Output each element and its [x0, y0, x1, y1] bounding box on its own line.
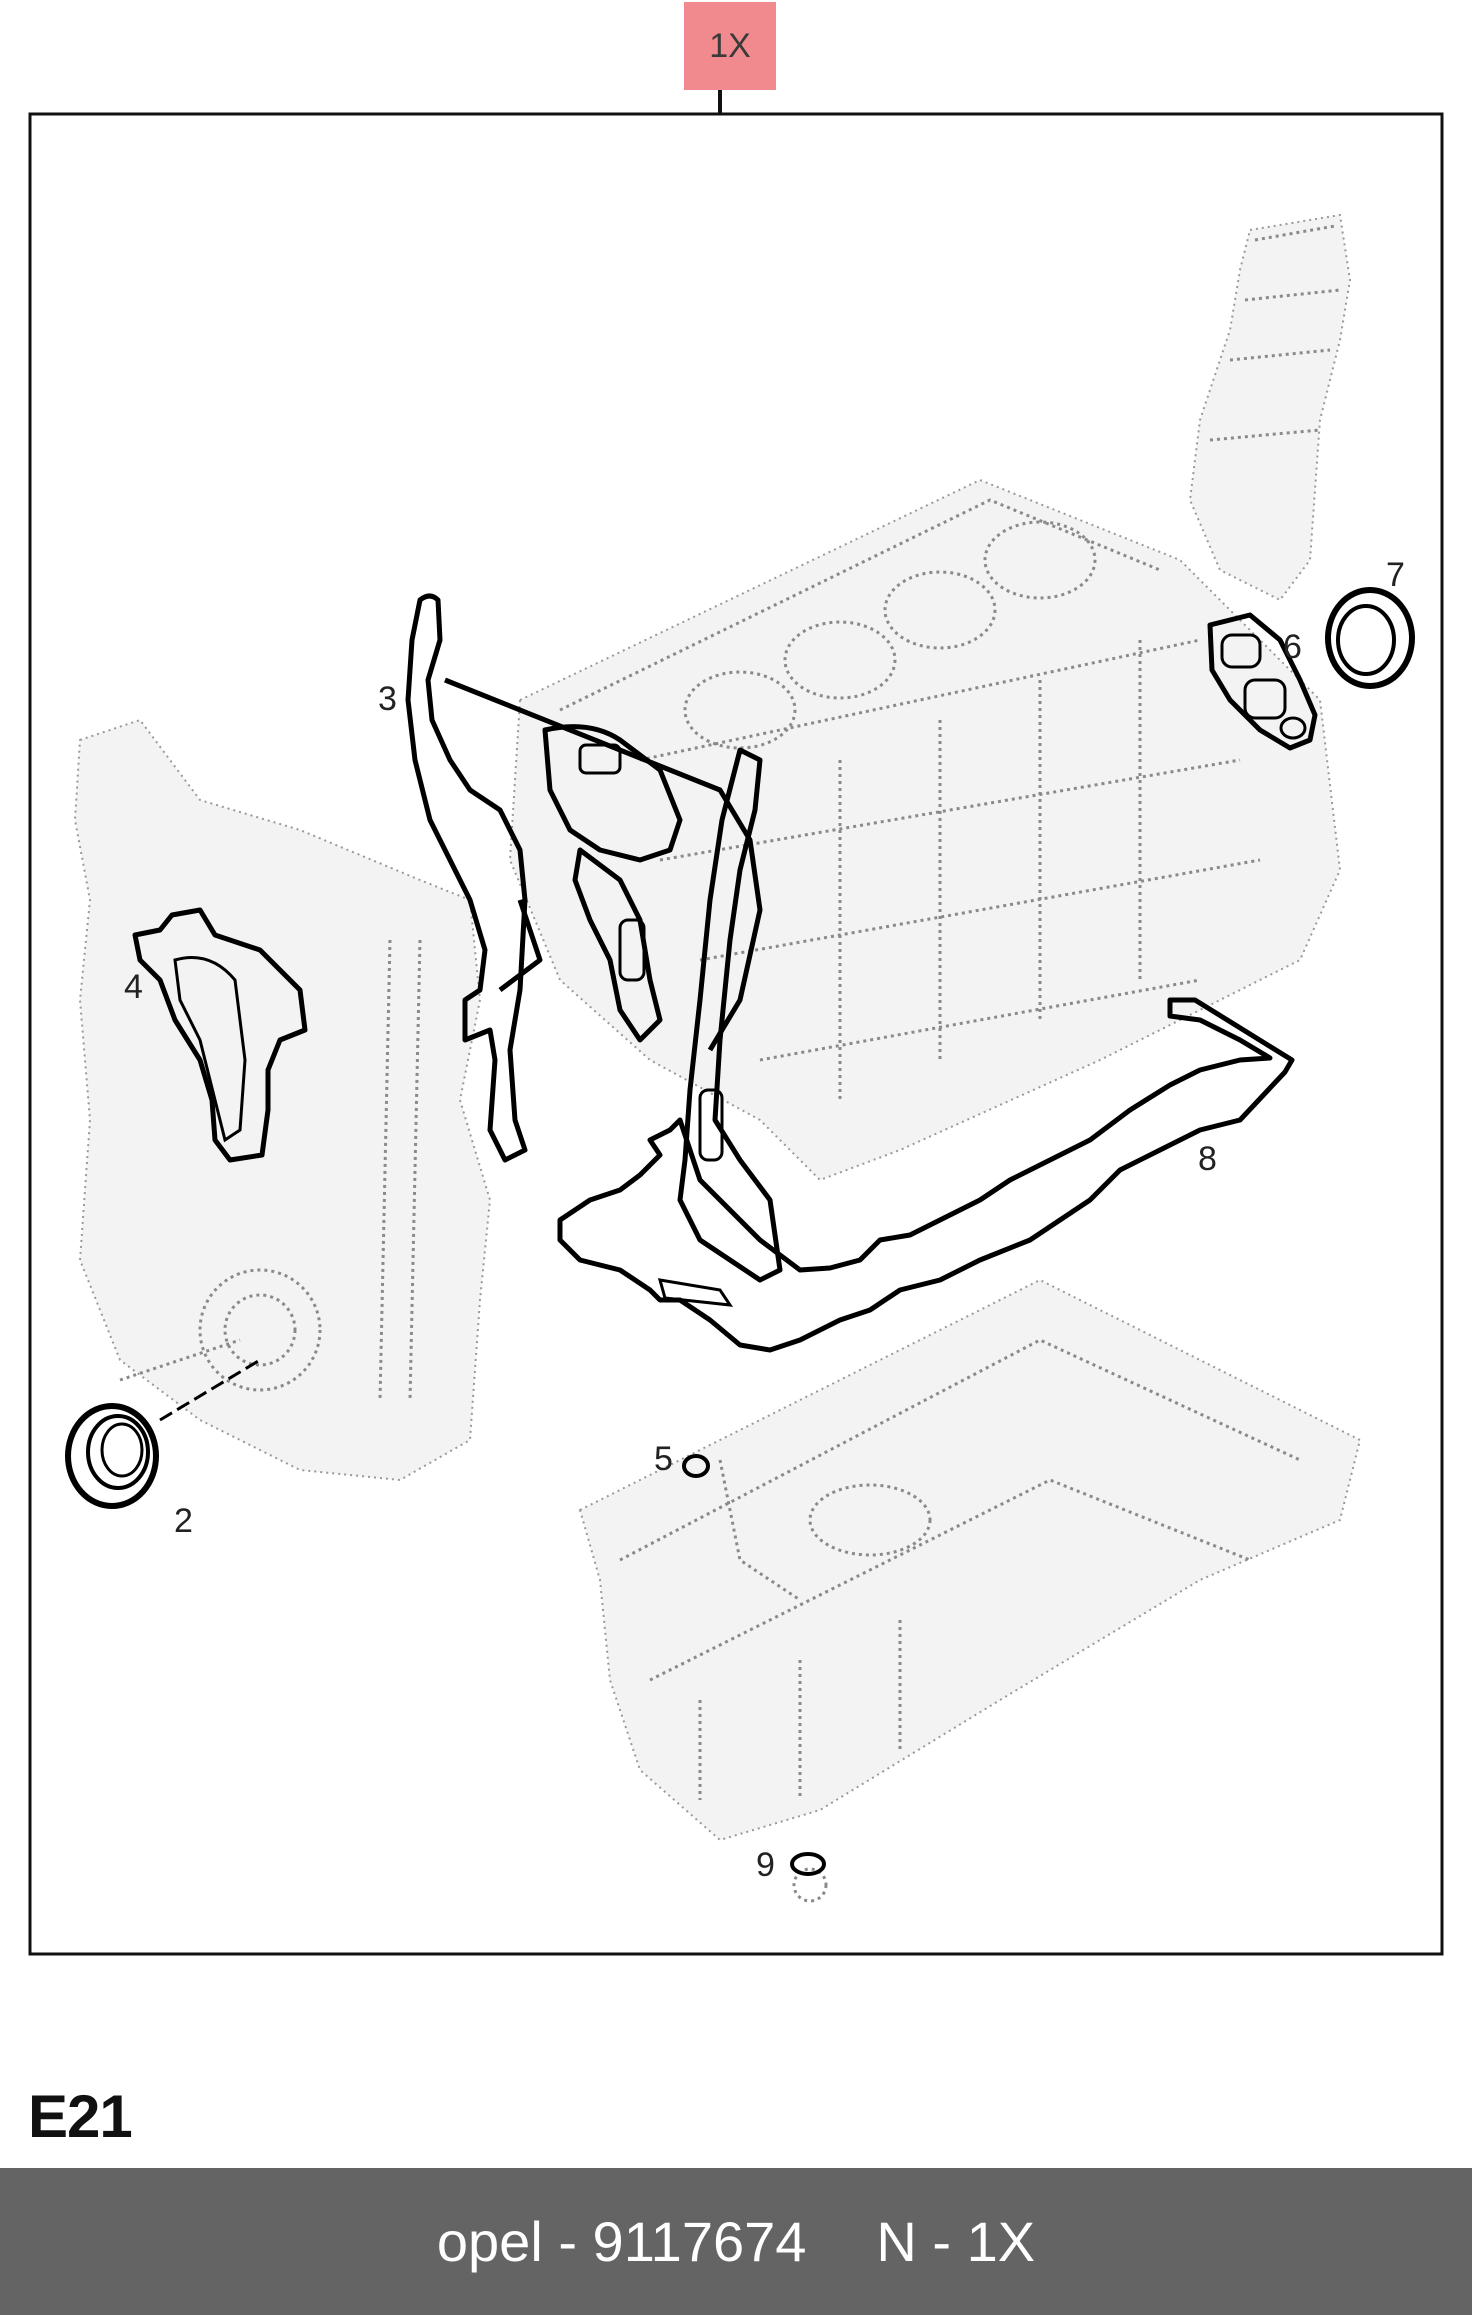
oil-pan-ghost	[578, 1278, 1362, 1903]
quantity-callout-label: 1X	[709, 26, 751, 65]
o-ring-small	[682, 1454, 710, 1478]
part-label-8: 8	[1198, 1140, 1217, 1178]
timing-cover-ghost	[73, 718, 492, 1482]
engine-block-ghost	[508, 478, 1342, 1182]
part-label-4: 4	[124, 968, 143, 1006]
callout-leader-line	[718, 90, 722, 114]
page-code: E21	[28, 2083, 133, 2150]
oil-filter-housing-ghost	[1188, 213, 1352, 602]
water-pump-gasket	[132, 907, 308, 1163]
part-label-3: 3	[378, 680, 397, 718]
exploded-parts-diagram: 2 3 4 5 6 7 8 9	[28, 112, 1444, 1956]
quantity-callout: 1X	[684, 2, 776, 90]
part-label-6: 6	[1283, 628, 1302, 666]
footer-brand: opel	[436, 2210, 543, 2273]
part-label-2: 2	[174, 1502, 193, 1540]
part-label-7: 7	[1386, 556, 1405, 594]
oil-pan-gasket	[557, 997, 1295, 1353]
oil-cooler-seal-ring	[1325, 587, 1415, 689]
footer-note: N - 1X	[876, 2210, 1036, 2273]
footer-bar: opel - 9117674 N - 1X	[0, 2168, 1472, 2315]
footer-part-number: 9117674	[592, 2210, 807, 2273]
diagram-frame	[28, 112, 1444, 1956]
part-label-9: 9	[756, 1846, 775, 1884]
crankshaft-seal	[65, 1358, 261, 1509]
footer-dash: -	[558, 2210, 577, 2273]
timing-cover-gasket	[405, 593, 783, 1283]
oil-filter-gasket	[1207, 612, 1318, 751]
part-label-5: 5	[654, 1440, 673, 1478]
drain-plug-seal	[790, 1852, 826, 1876]
